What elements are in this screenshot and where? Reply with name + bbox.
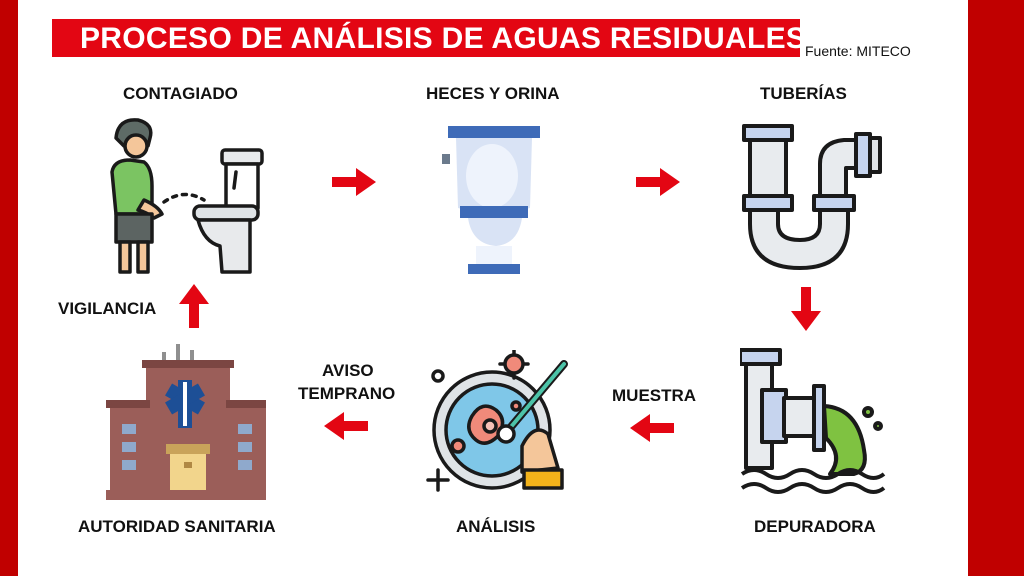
- arrow-left-icon: [324, 412, 368, 440]
- title-bar: [52, 19, 800, 57]
- step-label-heces: HECES Y ORINA: [426, 84, 560, 103]
- arrow-up-icon: [179, 284, 209, 328]
- transition-label-vigilancia: VIGILANCIA: [58, 299, 157, 318]
- source-label: Fuente: MITECO: [805, 43, 911, 59]
- step-label-analisis: ANÁLISIS: [456, 517, 536, 536]
- step-label-tuberias: TUBERÍAS: [760, 84, 847, 103]
- arrow-right-icon: [636, 168, 680, 196]
- lab-analysis-icon: [426, 350, 568, 492]
- arrow-down-icon: [791, 287, 821, 331]
- step-label-autoridad: AUTORIDAD SANITARIA: [78, 517, 276, 536]
- step-label-depuradora: DEPURADORA: [754, 517, 876, 536]
- step-label-contagiado: CONTAGIADO: [123, 84, 238, 103]
- arrow-left-icon: [630, 414, 674, 442]
- page-title: PROCESO DE ANÁLISIS DE AGUAS RESIDUALES: [80, 22, 807, 55]
- person-toilet-icon: [110, 118, 264, 274]
- transition-label-muestra: MUESTRA: [612, 386, 697, 405]
- pipe-icon: [742, 124, 882, 270]
- transition-label-aviso-line1: AVISO: [322, 361, 374, 380]
- hospital-icon: [106, 344, 266, 500]
- toilet-icon: [442, 126, 540, 274]
- transition-label-aviso-line2: TEMPRANO: [298, 384, 396, 403]
- wastewater-outflow-icon: [740, 348, 886, 494]
- arrow-right-icon: [332, 168, 376, 196]
